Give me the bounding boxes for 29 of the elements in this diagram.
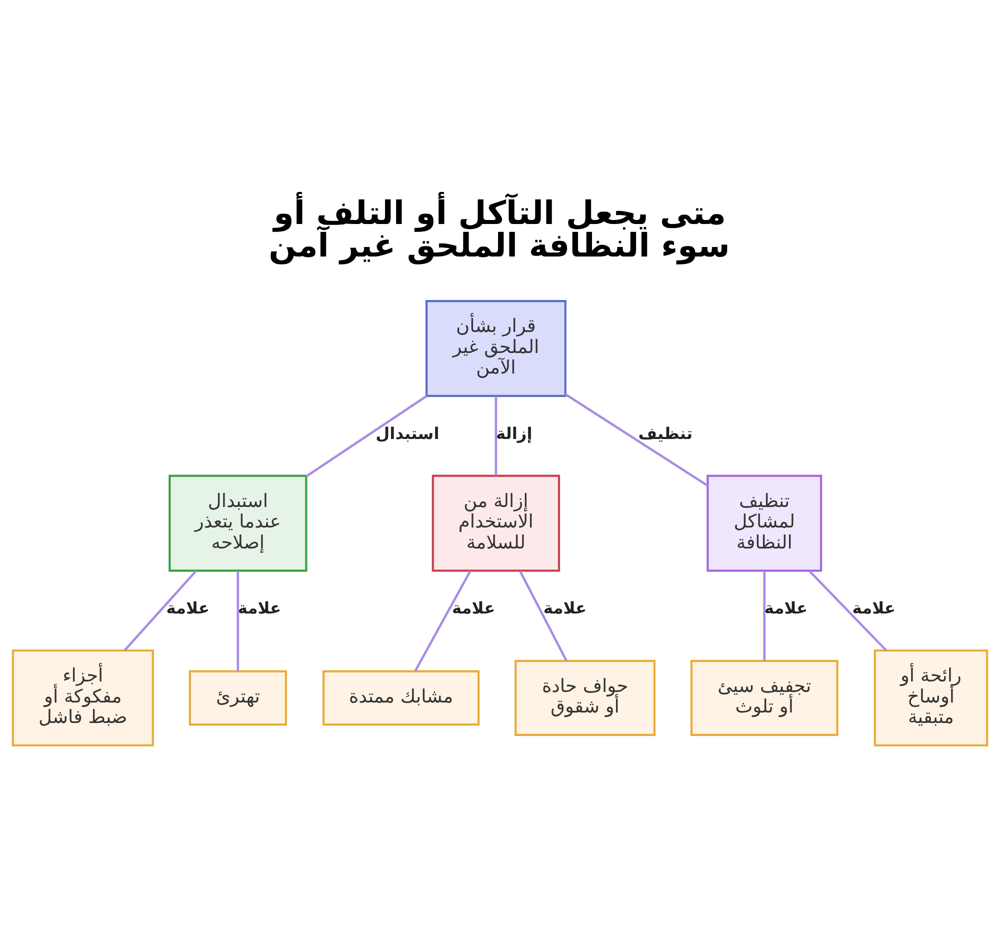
node-box: إزالة من الاستخدام للسلامة xyxy=(432,474,560,572)
node-box: مشابك ممتدة xyxy=(322,670,480,726)
edge-label: استبدال xyxy=(376,423,440,442)
edge-label: علامة xyxy=(238,598,282,618)
edge-label: علامة xyxy=(543,598,587,618)
node-box: تجفيف سيئ أو تلوث xyxy=(690,659,838,736)
connector xyxy=(306,394,428,477)
edge-label: علامة xyxy=(764,598,808,618)
connector xyxy=(808,570,887,651)
connector xyxy=(414,570,472,671)
connector xyxy=(519,570,568,660)
node-box: تنظيف لمشاكل النظافة xyxy=(706,474,822,572)
connector xyxy=(494,396,498,476)
edge-label: علامة xyxy=(166,598,210,618)
edge-label: علامة xyxy=(452,598,496,618)
edge-label: تنظيف xyxy=(638,423,693,442)
node-box: رائحة أو أوساخ متبقية xyxy=(874,648,988,746)
connector xyxy=(236,570,240,670)
connector xyxy=(124,570,197,651)
node-box: قرار بشأن الملحق غير الآمن xyxy=(425,300,566,396)
node-box: حواف حادة أو شقوق xyxy=(514,659,656,736)
edge-label: إزالة xyxy=(496,423,532,442)
diagram-title: متى يجعل التآكل أو التلف أو سوء النظافة الملحق غير آمن xyxy=(268,194,730,264)
connector xyxy=(763,570,766,660)
connector xyxy=(564,392,708,486)
node-box: تهترئ xyxy=(188,670,287,726)
node-box: أجزاء مفكوكة أو ضبط فاشل xyxy=(12,648,154,746)
edge-label: علامة xyxy=(852,598,896,618)
node-box: استبدال عندما يتعذر إصلاحه xyxy=(168,474,308,572)
